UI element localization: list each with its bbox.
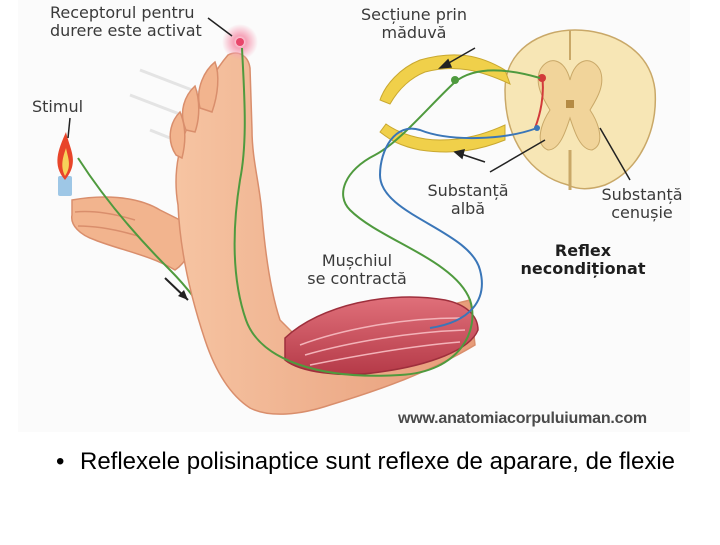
spinal-cord-section	[504, 29, 657, 190]
nerve-arrows	[438, 47, 486, 163]
label-receptor: Receptorul pentru durere este activat	[50, 3, 202, 40]
ganglion-dot	[451, 76, 459, 84]
label-grey-matter: Substanță cenușie	[601, 185, 683, 222]
candle-flame-icon	[57, 132, 73, 196]
pulled-hand	[71, 196, 193, 271]
label-reflex: Reflex necondiționat	[520, 241, 646, 278]
caption-text: Reflexele polisinaptice sunt reflexe de …	[80, 448, 676, 475]
motion-arrow-icon	[164, 277, 189, 301]
label-muscle: Mușchiul se contractă	[307, 251, 407, 288]
fingertip-sensory-nerve	[77, 157, 201, 306]
website-credit: www.anatomiacorpuluiuman.com	[398, 410, 647, 427]
label-stimulus: Stimul	[32, 97, 84, 116]
leader-lines	[67, 17, 631, 181]
motor-nerve	[378, 127, 538, 329]
caption: • Reflexele polisinaptice sunt reflexe d…	[56, 446, 696, 478]
pain-receptor-dot	[236, 38, 244, 46]
bullet-marker: •	[56, 448, 65, 475]
sensory-nerve	[233, 47, 541, 377]
label-white-matter: Substanță albă	[427, 181, 509, 218]
label-section: Secțiune prin măduvă	[360, 5, 468, 42]
